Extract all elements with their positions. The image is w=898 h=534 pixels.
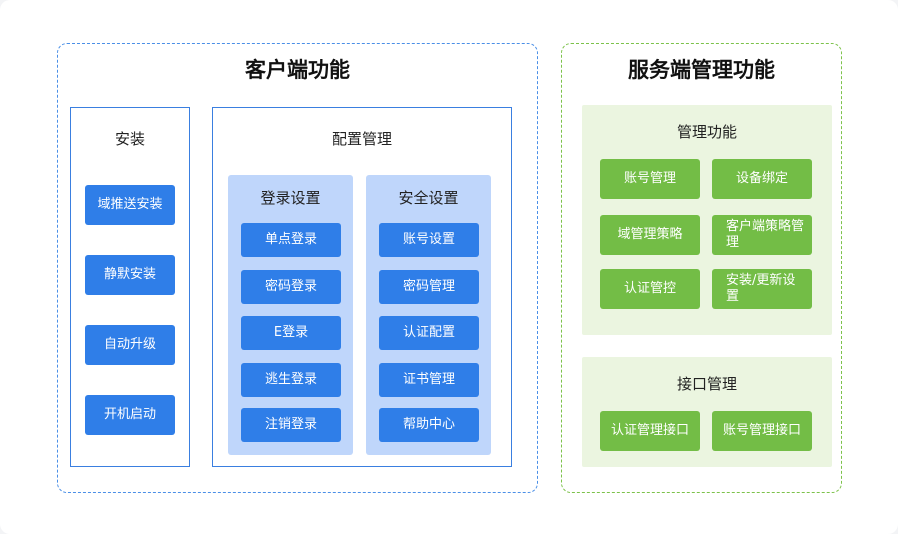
security-item: 账号设置 [379,223,479,257]
security-item: 认证配置 [379,316,479,350]
login-item: 注销登录 [241,408,341,442]
security-item: 密码管理 [379,270,479,304]
install-item: 自动升级 [85,325,175,365]
manage-item: 安装/更新设置 [712,269,812,309]
security-item: 帮助中心 [379,408,479,442]
login-item: E登录 [241,316,341,350]
login-item: 密码登录 [241,270,341,304]
config-title: 配置管理 [331,130,392,148]
client-panel [57,43,538,493]
security-settings-title: 安全设置 [398,189,459,207]
manage-item: 认证管控 [600,269,700,309]
server-panel [561,43,842,493]
login-item: 单点登录 [241,223,341,257]
install-item: 域推送安装 [85,185,175,225]
manage-item: 域管理策略 [600,215,700,255]
login-settings-title: 登录设置 [260,189,321,207]
manage-item: 设备绑定 [712,159,812,199]
install-item: 静默安装 [85,255,175,295]
server-panel-title: 服务端管理功能 [628,58,775,82]
api-item: 账号管理接口 [712,411,812,451]
api-item: 认证管理接口 [600,411,700,451]
client-panel-title: 客户端功能 [245,58,350,82]
manage-item: 客户端策略管理 [712,215,812,255]
manage-functions-title: 管理功能 [676,123,737,141]
install-title: 安装 [114,130,145,148]
login-item: 逃生登录 [241,363,341,397]
manage-item: 账号管理 [600,159,700,199]
security-item: 证书管理 [379,363,479,397]
api-management-title: 接口管理 [676,375,737,393]
install-item: 开机启动 [85,395,175,435]
